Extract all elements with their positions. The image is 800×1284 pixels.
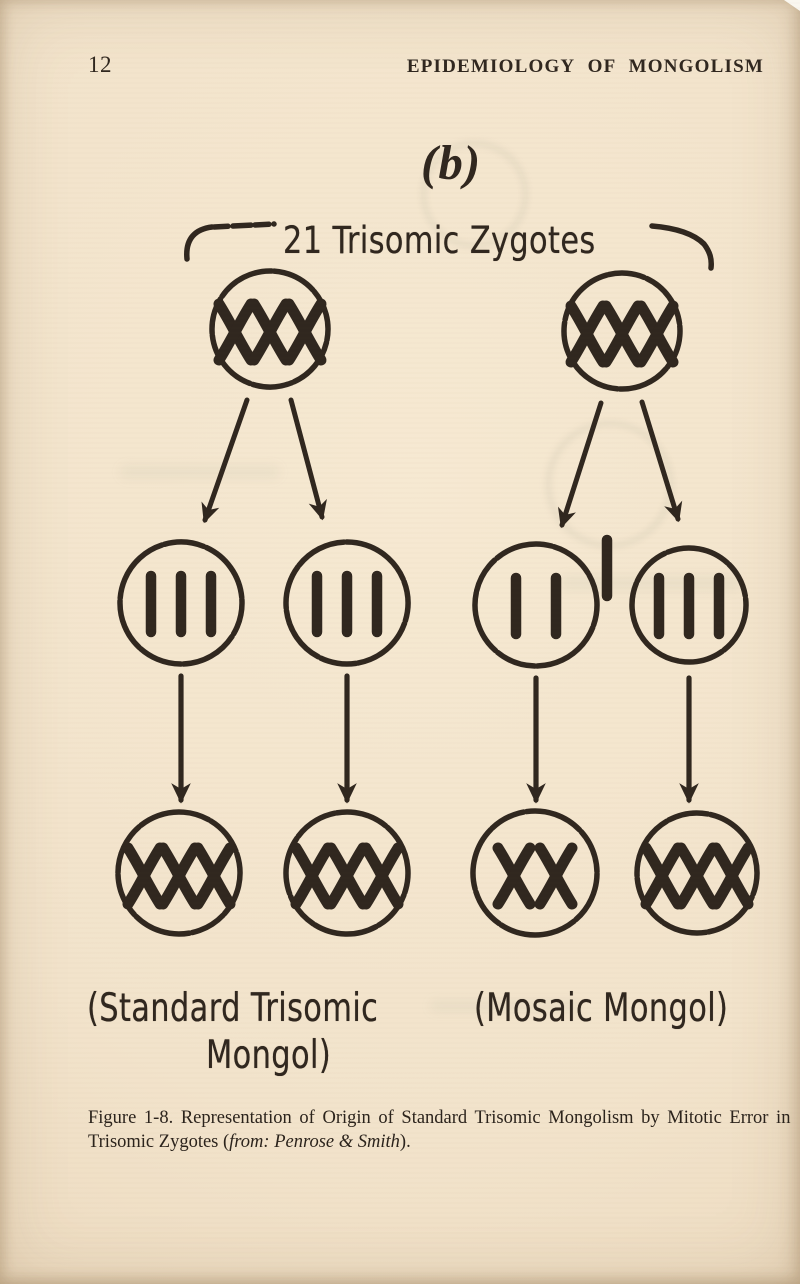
- division-arrow: [639, 399, 683, 523]
- x-chromosome-icon: [492, 842, 536, 910]
- daughter-cell-1: [117, 539, 245, 667]
- bracket-right: [649, 223, 714, 271]
- result-cell-3: [470, 808, 600, 938]
- cell-membrane: [470, 808, 600, 938]
- x-chromosome-icon: [192, 842, 236, 910]
- figure-caption: Figure 1-8. Representation of Origin of …: [88, 1106, 791, 1154]
- result-cell-2: [283, 809, 411, 937]
- x-chromosome-icon: [248, 298, 292, 366]
- x-chromosome-icon: [290, 842, 334, 910]
- division-arrow: [201, 397, 250, 524]
- x-chromosome-icon: [157, 842, 201, 910]
- daughter-cell-2: [283, 539, 411, 667]
- cell-membrane: [472, 541, 600, 669]
- x-chromosome-icon: [640, 842, 684, 910]
- cell-membrane: [561, 270, 683, 392]
- caption-source-italic: from: Penrose & Smith: [229, 1132, 400, 1152]
- cell-membrane: [117, 539, 245, 667]
- x-chromosome-icon: [635, 300, 679, 368]
- x-chromosome-icon: [565, 300, 609, 368]
- cell-membrane: [209, 268, 331, 390]
- x-chromosome-icon: [675, 842, 719, 910]
- division-arrow: [288, 397, 327, 521]
- cell-membrane: [634, 810, 760, 936]
- figure-panel-label: (b): [421, 135, 482, 190]
- scan-corner-artifact: [784, 0, 800, 11]
- x-chromosome-icon: [283, 298, 327, 366]
- running-header: EPIDEMIOLOGY OF MONGOLISM: [406, 56, 764, 77]
- cell-membrane: [629, 545, 749, 665]
- result-cell-4: [634, 810, 760, 936]
- x-chromosome-icon: [122, 842, 166, 910]
- caption-line-2: Trisomic Zygotes (from: Penrose & Smith)…: [88, 1132, 411, 1152]
- mosaic-mongol-label: (Mosaic Mongol): [474, 986, 729, 1031]
- result-cell-1: [115, 809, 243, 937]
- daughter-cell-4: [629, 545, 749, 665]
- cell-membrane: [115, 809, 243, 937]
- x-chromosome-icon: [213, 298, 257, 366]
- page-header: 12 EPIDEMIOLOGY OF MONGOLISM: [88, 52, 764, 78]
- trisomic-zygote-right: [561, 270, 683, 392]
- trisomic-zygote-left: [209, 268, 331, 390]
- standard-trisomic-label-line2: Mongol): [206, 1033, 332, 1078]
- x-chromosome-icon: [360, 842, 404, 910]
- caption-line-1: Figure 1-8. Representation of Origin of …: [88, 1108, 791, 1128]
- standard-trisomic-label-line1: (Standard Trisomic: [87, 986, 379, 1031]
- page-number: 12: [88, 52, 112, 77]
- daughter-cell-3: [472, 541, 600, 669]
- division-arrow: [557, 400, 604, 529]
- x-chromosome-icon: [534, 842, 578, 910]
- x-chromosome-icon: [710, 842, 754, 910]
- cell-membrane: [283, 539, 411, 667]
- x-chromosome-icon: [325, 842, 369, 910]
- bracket-left: [184, 221, 277, 262]
- x-chromosome-icon: [600, 300, 644, 368]
- diagram-title: 21 Trisomic Zygotes: [283, 219, 596, 262]
